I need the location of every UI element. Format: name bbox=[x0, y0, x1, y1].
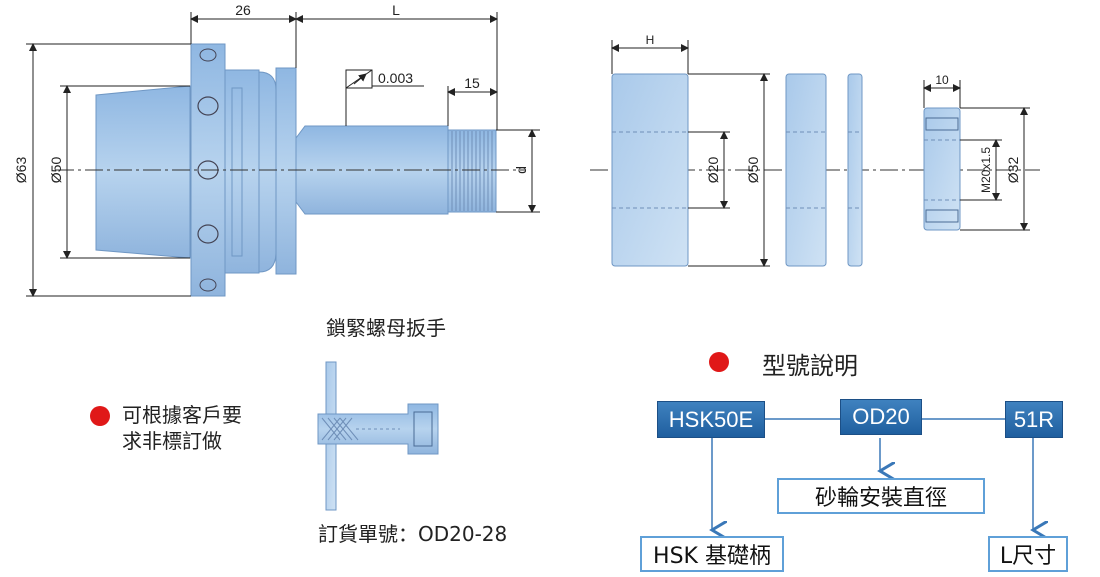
hsk-holder bbox=[56, 43, 525, 297]
model-title-bullet bbox=[709, 352, 729, 372]
custom-note-line1: 可根據客戶要 bbox=[122, 403, 242, 427]
model-code-od20: OD20 bbox=[840, 399, 922, 435]
thread-m20: M20x1.5 bbox=[979, 147, 993, 193]
dim-26: 26 bbox=[235, 2, 251, 18]
custom-note: 可根據客戶要 求非標訂做 bbox=[122, 402, 242, 454]
desc-hsk-base: HSK 基礎柄 bbox=[640, 536, 784, 572]
dim-15: 15 bbox=[464, 75, 480, 91]
model-title: 型號說明 bbox=[762, 352, 858, 380]
dim-l: L bbox=[392, 2, 400, 18]
model-code-51r: 51R bbox=[1005, 401, 1063, 438]
model-connectors bbox=[712, 418, 1033, 530]
dia-63: Ø63 bbox=[13, 157, 29, 184]
holder-dimensions bbox=[26, 12, 540, 297]
wrench-order-number: 訂貨單號：OD20-28 bbox=[318, 522, 508, 546]
wheel-dimensions bbox=[611, 40, 1030, 267]
model-code-hsk50e: HSK50E bbox=[657, 401, 765, 438]
desc-wheel-diameter: 砂輪安裝直徑 bbox=[777, 478, 985, 514]
dia-50: Ø50 bbox=[48, 157, 64, 184]
dim-10: 10 bbox=[935, 73, 949, 87]
lock-nut-wrench bbox=[317, 361, 439, 511]
wrench-title: 鎖緊螺母扳手 bbox=[326, 316, 446, 340]
dia-20: Ø20 bbox=[705, 157, 721, 184]
tolerance-value: 0.003 bbox=[378, 70, 413, 86]
dia-32: Ø32 bbox=[1005, 157, 1021, 184]
dim-h: H bbox=[646, 33, 655, 47]
desc-l-size: L尺寸 bbox=[988, 536, 1068, 572]
custom-note-line2: 求非標訂做 bbox=[122, 429, 222, 453]
custom-note-bullet bbox=[90, 406, 110, 426]
label-d: d bbox=[513, 166, 529, 174]
grinding-wheels bbox=[590, 73, 1040, 267]
dia-50-wheel: Ø50 bbox=[745, 157, 761, 184]
